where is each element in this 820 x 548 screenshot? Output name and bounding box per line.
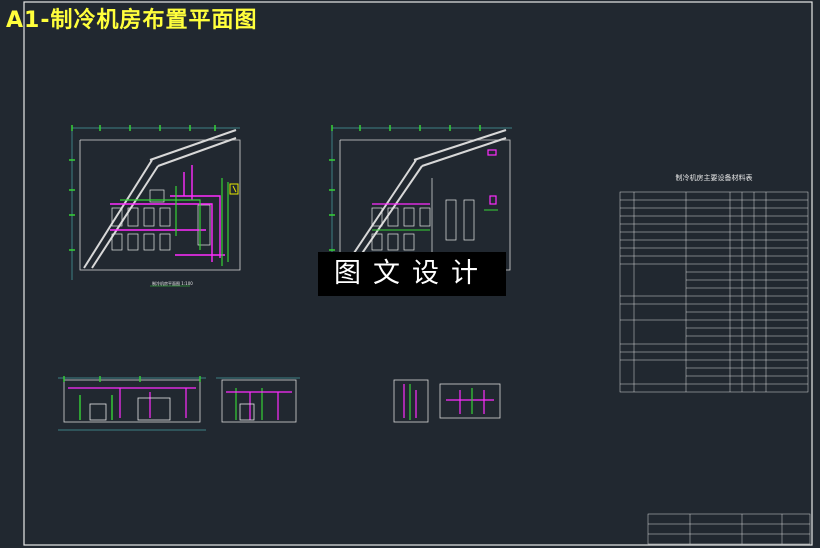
title-block (647, 513, 811, 545)
plan1-chillers (111, 189, 211, 251)
section-views (58, 376, 501, 431)
plan1-wall (79, 139, 241, 271)
drawing-title: A1-制冷机房布置平面图 (6, 8, 258, 33)
equipment-schedule-table (619, 191, 809, 393)
plan-view-2 (329, 125, 512, 280)
plan2-wall (339, 139, 511, 271)
plan1-pipes-magenta (110, 165, 225, 262)
schedule-title: 制冷机房主要设备材料表 (676, 173, 753, 182)
plan1-pipes-green (120, 178, 229, 266)
sheet-border (23, 1, 813, 546)
plan1-dim-ticks (69, 125, 216, 251)
plan-view-1: 制冷机房平面图 1:100 (69, 125, 241, 287)
watermark-label: 图文设计 (318, 252, 506, 296)
svg-text:制冷机房平面图 1:100: 制冷机房平面图 1:100 (152, 280, 193, 286)
